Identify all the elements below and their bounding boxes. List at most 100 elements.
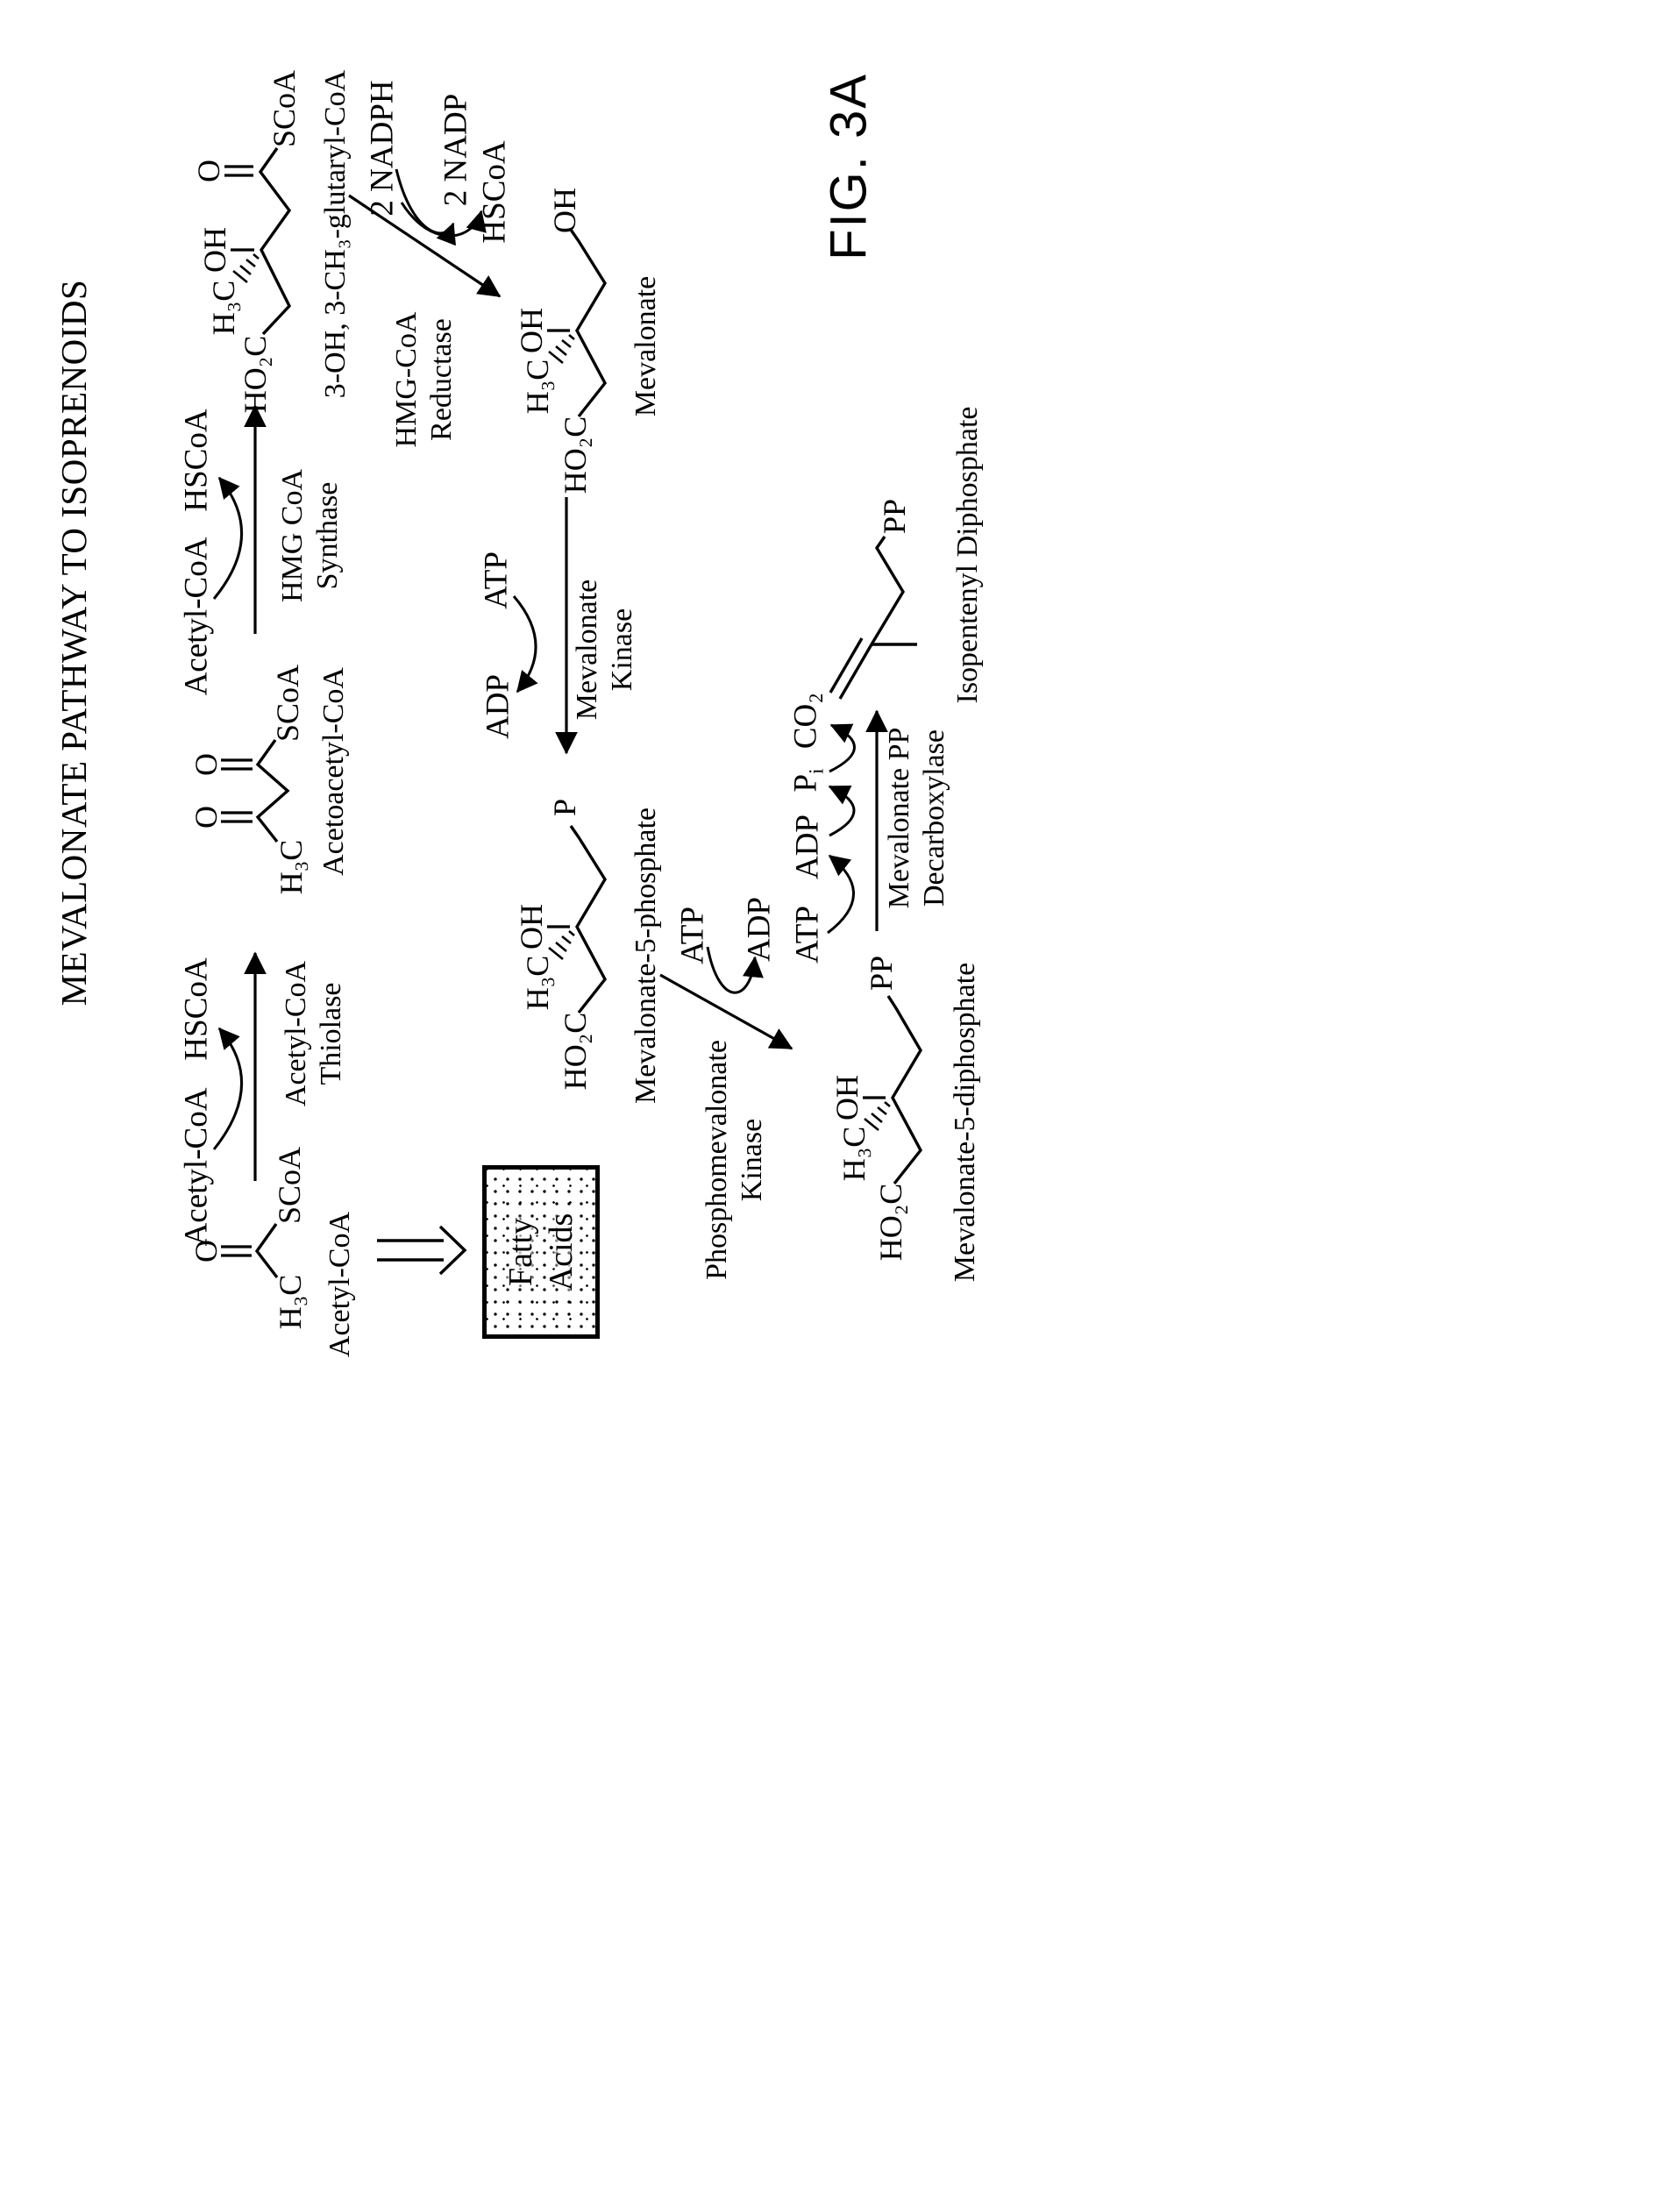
decarb-adp-arc <box>827 854 855 935</box>
hmg-coa-scoa: SCoA <box>267 69 302 148</box>
ipp-pp: PP <box>877 498 912 535</box>
hmg-coa-hash-wedge <box>232 253 260 284</box>
ipp-label: Isopentenyl Diphosphate <box>951 406 984 704</box>
acetoacetyl-coa-carbonyl2-double-bond <box>221 758 253 771</box>
fatty-acids-line2: Acids <box>543 1213 580 1291</box>
decarb-pi-base: P <box>787 773 824 793</box>
mevalonate-label: Mevalonate <box>630 275 662 417</box>
mevalonate-ho2c: HO₂C <box>558 416 593 494</box>
hmg-coa-chain-bond <box>258 147 292 336</box>
reductase-cofactor-hscoa: HSCoA <box>476 140 513 244</box>
decarb-pi-arc <box>828 785 856 837</box>
enzyme-decarb-line1: Mevalonate PP <box>883 727 915 909</box>
mevalonate-chain-bond <box>569 229 608 418</box>
pmev-kinase-atp-adp-arc <box>706 946 764 994</box>
acetoacetyl-coa-label: Acetoacetyl-CoA <box>317 667 350 876</box>
hmg-coa-label: 3-OH, 3-CH₃-glutaryl-CoA <box>319 69 352 399</box>
decarb-cofactor-adp: ADP <box>789 814 826 880</box>
thiolase-cofactor-out: HSCoA <box>178 957 215 1061</box>
enzyme-mev-kinase-line2: Kinase <box>606 608 638 692</box>
enzyme-hmg-coa-synthase: HMG CoA Synthase <box>275 469 345 602</box>
fatty-acids-arrow-shaft <box>377 1239 444 1262</box>
ipp-double-bond <box>829 637 873 700</box>
mev-kinase-cofactor-adp: ADP <box>480 673 516 740</box>
acetoacetyl-coa-o1: O <box>189 806 224 829</box>
hmg-coa-o: O <box>191 160 226 182</box>
enzyme-thiolase-line1: Acetyl-CoA <box>280 960 312 1107</box>
mev5p-label: Mevalonate-5-phosphate <box>630 807 662 1104</box>
enzyme-thiolase: Acetyl-CoA Thiolase <box>279 961 349 1106</box>
enzyme-pmev-kinase-line2: Kinase <box>736 1118 768 1202</box>
mev5p-ho2c: HO₂C <box>558 1012 593 1091</box>
acetyl-coa-carbonyl-double-bond <box>221 1245 252 1257</box>
hmg-coa-h3c: H₃C <box>206 280 241 336</box>
acetoacetyl-coa-chain-bond <box>255 739 290 843</box>
decarb-cofactor-co2: CO₂ <box>787 692 824 750</box>
acetyl-coa-label: Acetyl-CoA <box>324 1211 356 1358</box>
enzyme-synthase-line2: Synthase <box>311 481 344 590</box>
mev5p-hash-wedge <box>548 930 575 961</box>
thiolase-cofactor-in: Acetyl-CoA <box>178 1087 215 1247</box>
reductase-cofactor-nadph: 2 NADPH <box>364 80 401 217</box>
mev5p-oh: OH <box>514 904 549 950</box>
decarb-pi-sub: i <box>805 768 828 774</box>
enzyme-thiolase-line2: Thiolase <box>315 982 347 1085</box>
mevalonate-hash-wedge <box>548 334 575 365</box>
mev5pp-label: Mevalonate-5-diphosphate <box>949 962 981 1283</box>
mev5p-chain-bond <box>569 825 608 1014</box>
decarb-co2-arc <box>829 723 856 773</box>
acetoacetyl-coa-h3c: H₃C <box>274 839 309 895</box>
enzyme-reductase-line1: HMG-CoA <box>390 311 423 448</box>
acetyl-coa-chain-bond <box>254 1223 279 1279</box>
mev5p-h3c: H₃C <box>520 955 555 1011</box>
mev5pp-h3c: H₃C <box>836 1126 872 1182</box>
acetoacetyl-coa-o2: O <box>189 753 224 776</box>
page-title: MEVALONATE PATHWAY TO ISOPRENOIDS <box>53 279 94 1006</box>
enzyme-hmg-coa-reductase: HMG-CoA Reductase <box>389 312 459 448</box>
reductase-hscoa-arc <box>400 202 487 238</box>
fatty-acids-line1: Fatty <box>502 1217 539 1287</box>
synthase-cofactor-out: HSCoA <box>178 409 215 512</box>
ipp-chain-bond <box>870 536 905 645</box>
mev-kinase-cofactor-atp: ATP <box>478 551 515 609</box>
enzyme-reductase-line2: Reductase <box>425 318 458 441</box>
synthase-cofactor-in: Acetyl-CoA <box>178 537 215 696</box>
enzyme-mevalonate-pp-decarboxylase: Mevalonate PP Decarboxylase <box>882 728 952 909</box>
mev5pp-pp: PP <box>864 955 899 992</box>
acetoacetyl-coa-scoa: SCoA <box>270 664 305 743</box>
pmev-kinase-cofactor-atp: ATP <box>674 907 711 964</box>
mevalonate-h3c: H₃C <box>520 359 555 415</box>
reductase-cofactor-nadp: 2 NADP <box>438 93 474 207</box>
enzyme-mevalonate-kinase: Mevalonate Kinase <box>570 580 640 721</box>
mevalonate-oh-terminal: OH <box>547 188 582 233</box>
pmev-kinase-cofactor-adp: ADP <box>741 896 778 963</box>
mev5pp-chain-bond <box>886 995 923 1185</box>
hmg-coa-carbonyl-double-bond <box>224 165 253 177</box>
enzyme-pmev-kinase-line1: Phosphomevalonate <box>701 1040 733 1280</box>
fatty-acids-box: Fatty Acids <box>482 1165 600 1339</box>
reductase-arrow <box>348 194 502 298</box>
figure-number-label: FIG. 3A <box>820 73 878 260</box>
phosphomevalonate-kinase-arrow <box>659 973 793 1050</box>
enzyme-synthase-line1: HMG CoA <box>276 468 309 603</box>
enzyme-mev-kinase-line1: Mevalonate <box>571 579 603 721</box>
hmg-coa-ho2c: HO₂C <box>238 335 273 414</box>
acetyl-coa-scoa: SCoA <box>272 1146 307 1225</box>
acetoacetyl-coa-carbonyl1-double-bond <box>221 811 253 823</box>
mev5pp-oh: OH <box>829 1075 865 1120</box>
mev5p-p: P <box>547 798 582 817</box>
mev5pp-hash-wedge <box>864 1101 891 1132</box>
enzyme-phosphomevalonate-kinase: Phosphomevalonate Kinase <box>700 1040 770 1280</box>
mev-kinase-atp-adp-arc <box>512 595 538 693</box>
hmg-coa-oh: OH <box>197 227 232 273</box>
synthase-cofactor-arc <box>212 476 244 600</box>
decarb-cofactor-atp: ATP <box>789 906 826 964</box>
fatty-acids-arrow-head <box>438 1225 467 1276</box>
thiolase-cofactor-arc <box>212 1027 244 1150</box>
mevalonate-oh: OH <box>514 308 549 353</box>
acetyl-coa-h3c: H₃C <box>273 1274 308 1330</box>
decarb-cofactor-pi: Pi <box>786 769 828 793</box>
